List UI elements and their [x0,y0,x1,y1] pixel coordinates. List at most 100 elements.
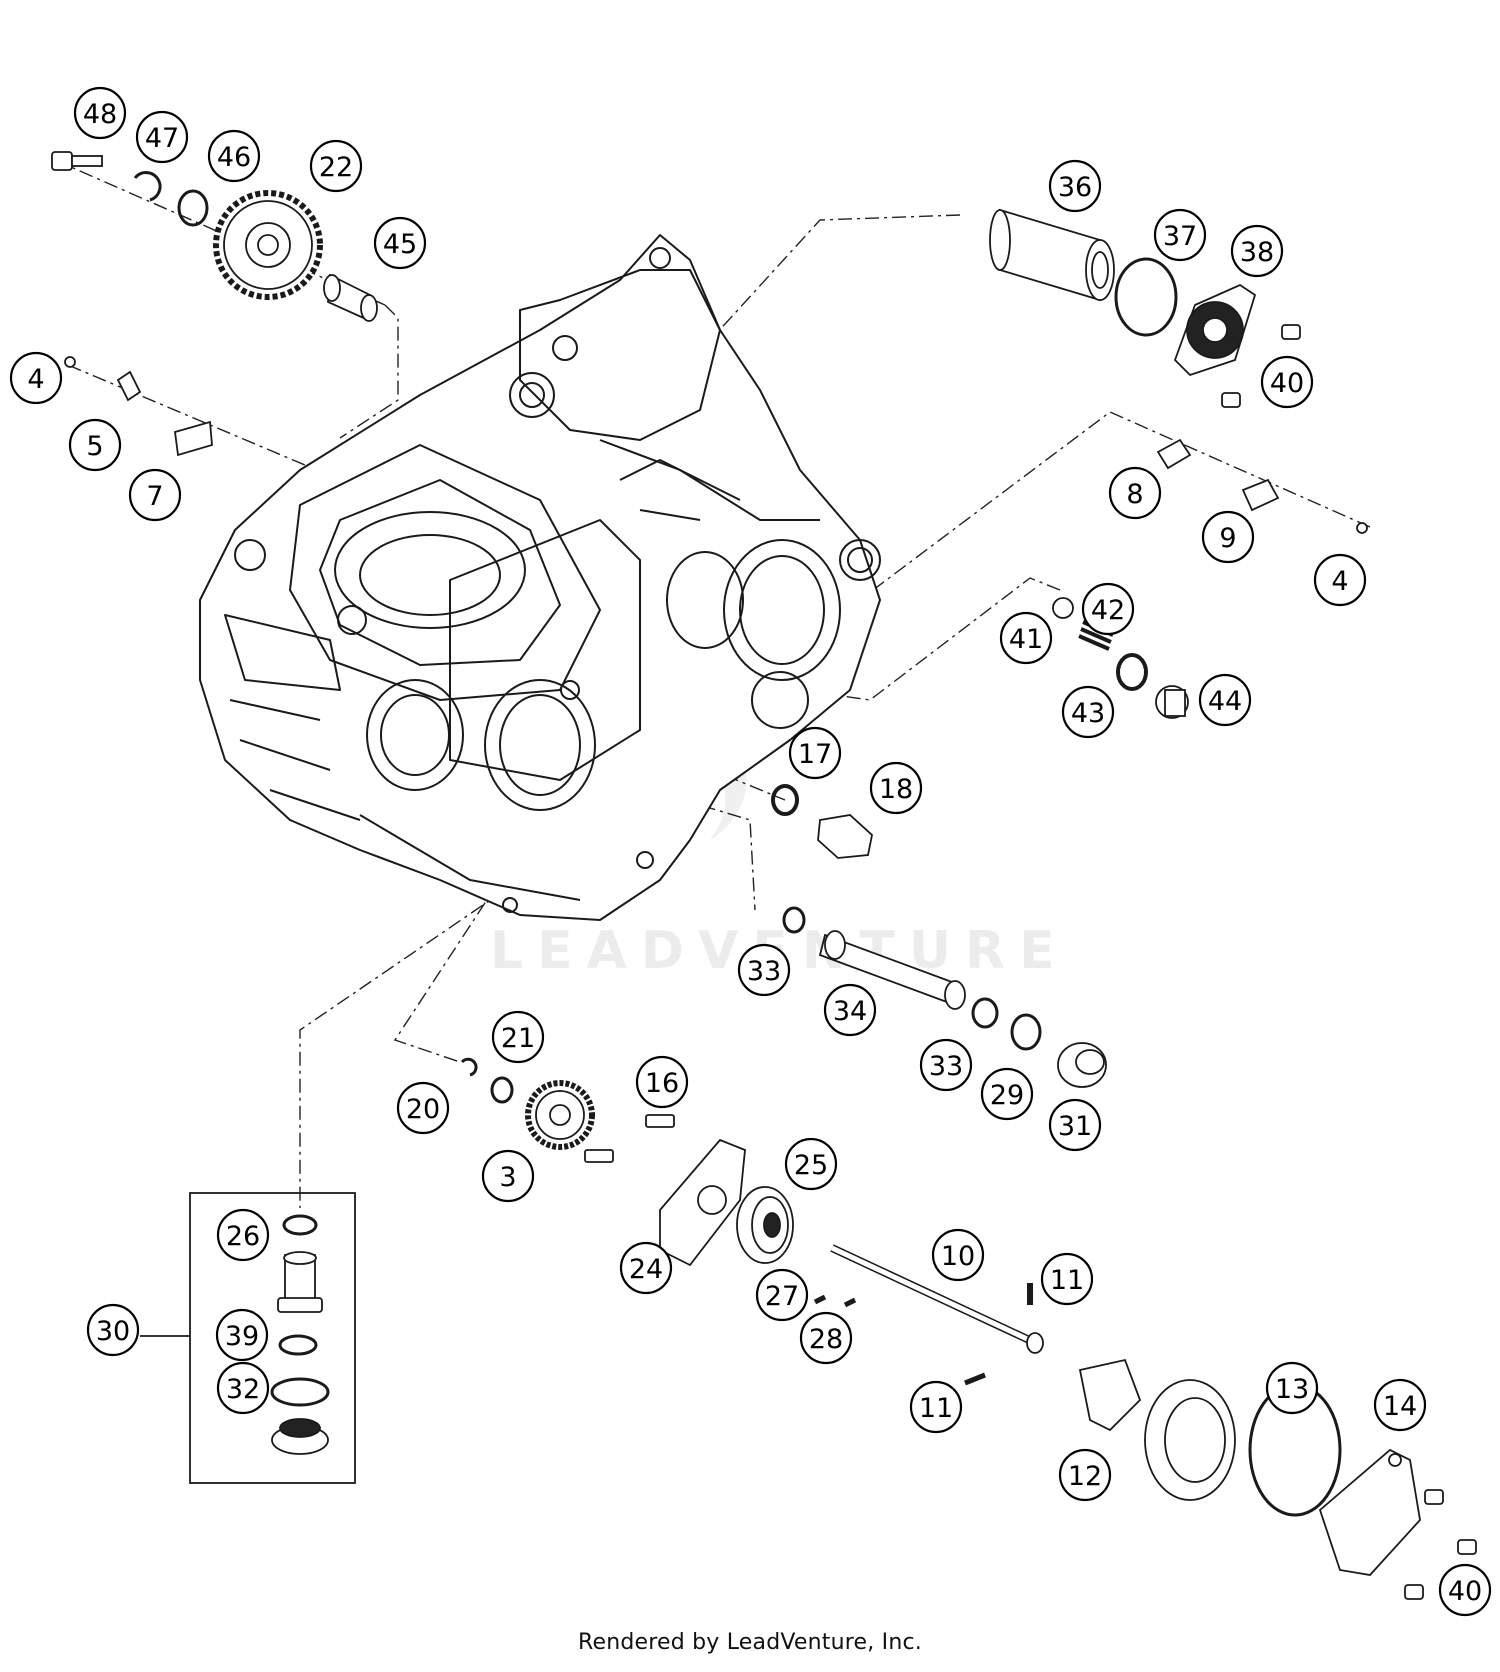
callout-number: 11 [919,1393,953,1424]
washer-43 [1116,653,1148,691]
callout-circle [216,1361,270,1415]
callout-36: 36 [1048,159,1102,213]
callout-circle [135,110,189,164]
callout-circle [73,86,127,140]
bolt-40-b [1221,392,1241,408]
callout-25: 25 [784,1137,838,1191]
callout-circle [1153,208,1207,262]
callout-9: 9 [1201,510,1255,564]
oil-filter-36 [989,208,1115,302]
callout-number: 46 [217,142,251,173]
callout-circle [1265,1361,1319,1415]
callout-number: 33 [747,956,781,987]
callout-circle [309,139,363,193]
callout-3: 3 [481,1149,535,1203]
callout-number: 20 [406,1094,440,1125]
callout-circle [1081,582,1135,636]
bolt-40-d [1457,1539,1477,1555]
callout-33b: 33 [919,1038,973,1092]
footer-credit: Rendered by LeadVenture, Inc. [578,1630,922,1655]
callout-4a: 4 [9,351,63,405]
callout-30: 30 [86,1303,140,1357]
bolt-16-b [584,1149,614,1163]
callout-number: 36 [1058,172,1092,203]
callout-7: 7 [128,468,182,522]
callout-number: 22 [319,152,353,183]
washer-33-b [971,997,999,1029]
callout-41: 41 [999,611,1053,665]
callout-4b: 4 [1313,553,1367,607]
callout-11a: 11 [1040,1252,1094,1306]
callout-number: 48 [83,99,117,130]
callout-circle [9,351,63,405]
callout-37: 37 [1153,208,1207,262]
callout-circle [216,1208,270,1262]
callout-number: 42 [1091,595,1125,626]
callout-circle [980,1067,1034,1121]
callout-number: 37 [1163,221,1197,252]
callout-number: 26 [226,1221,260,1252]
callout-number: 18 [879,774,913,805]
callout-circle [396,1081,450,1135]
callout-circle [823,983,877,1037]
washer-17 [771,784,799,816]
callout-18: 18 [869,761,923,815]
callout-circle [1198,673,1252,727]
oring-32 [270,1377,330,1407]
callout-28: 28 [799,1311,853,1365]
bolt-4-right [1356,522,1368,534]
clip-20 [460,1057,478,1077]
gear-22 [213,190,323,300]
washer-21 [490,1076,514,1104]
rotor-12-outer [1144,1379,1236,1501]
bolt-40-e [1404,1584,1424,1600]
callout-circle [919,1038,973,1092]
callout-circle [1061,685,1115,739]
callout-number: 4 [1331,566,1348,597]
assembly-box [189,1192,356,1484]
callout-circle [1438,1563,1492,1617]
valve-34 [818,930,966,1010]
callout-14: 14 [1373,1378,1427,1432]
callout-42: 42 [1081,582,1135,636]
callout-16: 16 [635,1055,689,1109]
callout-number: 13 [1275,1374,1309,1405]
drain-plug-18 [817,814,873,859]
callout-44: 44 [1198,673,1252,727]
callout-number: 3 [499,1162,516,1193]
plate-8 [1156,438,1192,470]
plug-31 [1057,1042,1107,1088]
callout-40a: 40 [1260,355,1314,409]
callout-10: 10 [931,1228,985,1282]
callout-number: 29 [990,1080,1024,1111]
callout-48: 48 [73,86,127,140]
callout-34: 34 [823,983,877,1037]
crankcase [199,234,881,921]
callout-circle [799,1311,853,1365]
callout-circle [481,1149,535,1203]
pin-11-b [964,1372,986,1386]
callout-24: 24 [619,1241,673,1295]
callout-29: 29 [980,1067,1034,1121]
callout-circle [931,1228,985,1282]
callout-number: 45 [383,229,417,260]
washer-33-a [782,906,806,934]
callout-45: 45 [373,216,427,270]
callout-circle [1260,355,1314,409]
callout-circle [491,1010,545,1064]
callout-20: 20 [396,1081,450,1135]
callout-circle [1040,1252,1094,1306]
callout-number: 16 [645,1068,679,1099]
bolt-4-left [64,356,76,368]
callout-circle [784,1137,838,1191]
callout-circle [909,1380,963,1434]
callout-39: 39 [215,1308,269,1362]
callout-38: 38 [1230,224,1284,278]
callout-number: 17 [798,739,832,770]
callout-33a: 33 [737,943,791,997]
callout-number: 33 [929,1051,963,1082]
callout-number: 43 [1071,698,1105,729]
callout-21: 21 [491,1010,545,1064]
washer-29 [1010,1013,1042,1051]
